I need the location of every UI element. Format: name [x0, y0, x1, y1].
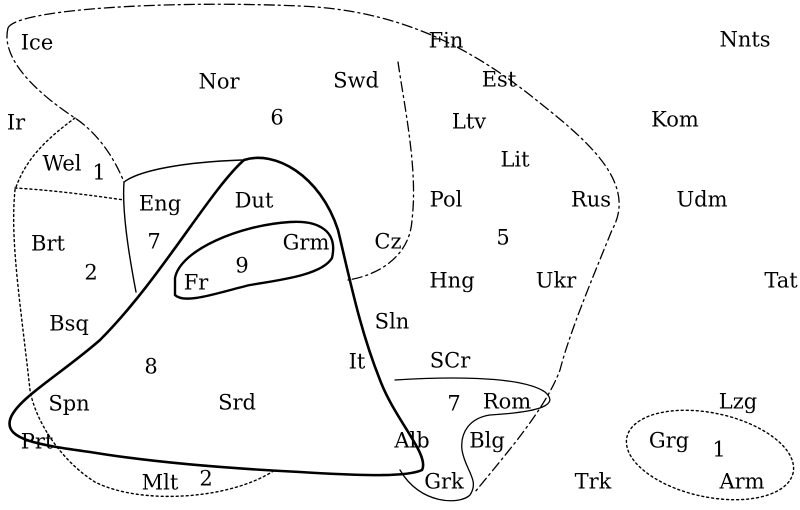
label-pol: Pol — [429, 187, 463, 212]
label-fr: Fr — [183, 270, 209, 295]
label-scr: SCr — [429, 348, 471, 373]
label-grg: Grg — [648, 428, 690, 453]
label-est: Est — [481, 67, 517, 92]
label-wel: Wel — [42, 151, 82, 176]
boundary-dashdot-swd — [347, 61, 415, 281]
label-ir: Ir — [6, 110, 26, 135]
label-lzg: Lzg — [718, 389, 758, 414]
group-number-7-rom: 7 — [447, 391, 461, 416]
label-blg: Blg — [469, 428, 505, 453]
group-number-6: 6 — [270, 105, 284, 130]
label-it: It — [348, 349, 366, 374]
label-grm: Grm — [282, 230, 330, 255]
label-bsq: Bsq — [49, 311, 89, 336]
label-lit: Lit — [500, 147, 530, 172]
boundary-balkan-group — [394, 377, 551, 502]
label-nnts: Nnts — [719, 27, 771, 52]
label-rom: Rom — [482, 389, 532, 414]
group-number-8: 8 — [144, 354, 158, 379]
group-number-2-mlt: 2 — [199, 466, 213, 491]
label-rus: Rus — [570, 187, 612, 212]
group-number-9: 9 — [235, 253, 249, 278]
label-trk: Trk — [574, 469, 612, 494]
label-mlt: Mlt — [141, 470, 179, 495]
label-srd: Srd — [218, 390, 256, 415]
group-number-1-grg: 1 — [712, 437, 726, 462]
boundary-fr-grm-group — [173, 220, 335, 300]
label-eng: Eng — [138, 191, 182, 216]
label-swd: Swd — [333, 68, 379, 93]
label-ukr: Ukr — [535, 268, 577, 293]
label-dut: Dut — [234, 188, 274, 213]
label-ice: Ice — [20, 30, 54, 55]
boundary-dotted-western — [12, 117, 276, 498]
label-hng: Hng — [429, 268, 475, 293]
label-udm: Udm — [676, 187, 728, 212]
group-number-2: 2 — [84, 260, 98, 285]
boundary-caucasus-group — [625, 409, 795, 501]
label-arm: Arm — [719, 469, 765, 494]
label-kom: Kom — [651, 107, 699, 132]
label-cz: Cz — [374, 229, 402, 254]
label-prt: Prt — [20, 429, 54, 454]
boundary-eng-group — [122, 159, 243, 293]
label-brt: Brt — [31, 231, 65, 256]
label-spn: Spn — [48, 391, 90, 416]
boundary-romance-group — [8, 156, 425, 477]
group-number-1-wel: 1 — [92, 160, 106, 185]
boundary-dashdot-celtic — [6, 27, 125, 183]
label-sln: Sln — [374, 309, 410, 334]
label-tat: Tat — [764, 268, 798, 293]
label-nor: Nor — [198, 69, 240, 94]
boundary-dotted-wel-eng — [14, 187, 125, 201]
label-fin: Fin — [428, 28, 464, 53]
group-number-7-eng: 7 — [147, 229, 161, 254]
label-grk: Grk — [424, 469, 464, 494]
label-ltv: Ltv — [451, 109, 487, 134]
boundary-dashdot-northern — [7, 3, 620, 493]
label-alb: Alb — [394, 428, 430, 453]
group-number-5: 5 — [496, 225, 510, 250]
